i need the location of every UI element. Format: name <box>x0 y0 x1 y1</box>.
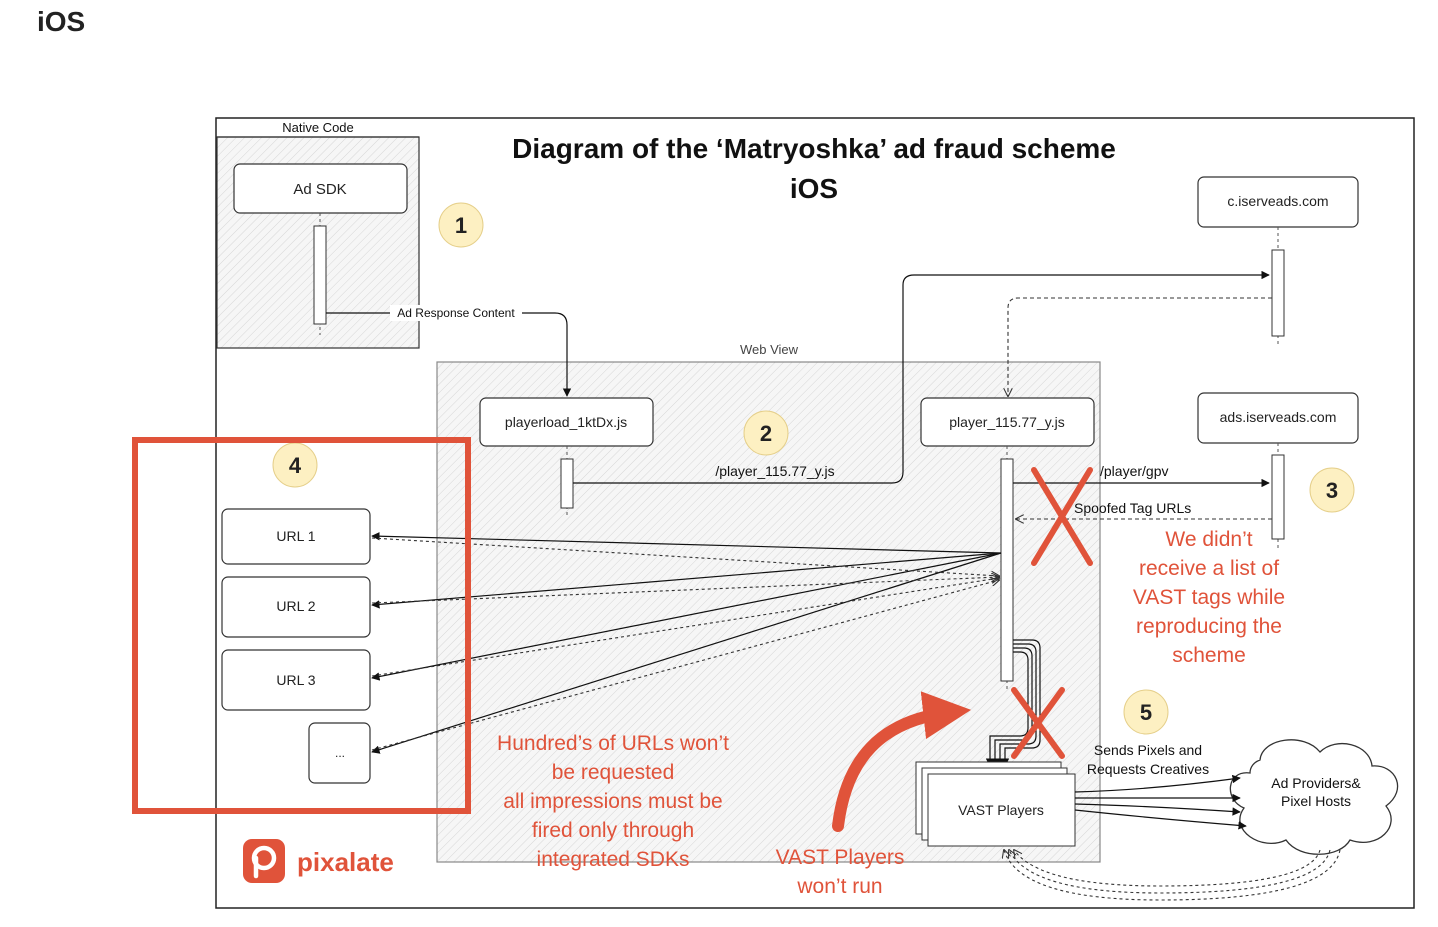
edge-ad-response <box>326 312 572 397</box>
diagram-subtitle: iOS <box>790 173 838 204</box>
edge-c-iserveads-return <box>1008 297 1272 396</box>
svg-text:pixalate: pixalate <box>297 847 394 877</box>
playerload-lifeline <box>560 458 574 509</box>
pixalate-logo: pixalate <box>243 839 394 883</box>
ad-providers-label-1: Ad Providers& <box>1271 775 1361 791</box>
edge-sends-pixels-label-1: Sends Pixels and <box>1094 742 1202 758</box>
edge-player-path-label: /player_115.77_y.js <box>715 463 834 479</box>
svg-text:receive a list of: receive a list of <box>1139 557 1279 580</box>
player-label: player_115.77_y.js <box>949 414 1064 430</box>
svg-text:VAST Players: VAST Players <box>776 846 905 869</box>
svg-text:fired only through: fired only through <box>532 819 694 842</box>
edge-player-gpv-label: /player/gpv <box>1100 463 1168 479</box>
url-request-arrows <box>371 532 1002 754</box>
svg-text:scheme: scheme <box>1172 644 1246 667</box>
url-2-label: URL 2 <box>276 598 315 614</box>
c-iserveads-label: c.iserveads.com <box>1227 193 1328 209</box>
svg-text:2: 2 <box>760 421 772 446</box>
url-response-arrows <box>371 537 999 751</box>
ad-sdk-lifeline <box>313 225 327 325</box>
page-heading: iOS <box>37 6 86 37</box>
svg-text:3: 3 <box>1326 478 1338 503</box>
vast-players-label: VAST Players <box>958 802 1044 818</box>
url-3-node <box>221 649 371 711</box>
c-iserveads-lifeline <box>1271 249 1285 337</box>
player-lifeline <box>1000 458 1014 682</box>
svg-text:We didn’t: We didn’t <box>1165 528 1252 551</box>
svg-text:4: 4 <box>289 453 302 478</box>
native-code-label: Native Code <box>282 120 354 135</box>
annotation-vast-tags: We didn’t receive a list of VAST tags wh… <box>1133 528 1285 667</box>
red-curved-arrow <box>832 691 972 832</box>
providers-return-edges <box>1004 850 1341 901</box>
url-2-node <box>221 576 371 638</box>
diagram-title: Diagram of the ‘Matryoshka’ ad fraud sch… <box>512 133 1116 164</box>
edge-spoofed-label: Spoofed Tag URLs <box>1074 500 1191 516</box>
annotation-vast-players: VAST Players won’t run <box>776 846 905 898</box>
ad-sdk-label: Ad SDK <box>293 181 346 198</box>
url-1-node <box>221 508 371 565</box>
svg-text:Hundred’s of URLs won’t: Hundred’s of URLs won’t <box>497 732 729 755</box>
step-badge-3: 3 <box>1309 467 1355 513</box>
edge-player-path <box>573 270 1270 484</box>
ad-providers-label-2: Pixel Hosts <box>1281 793 1351 809</box>
svg-text:be requested: be requested <box>552 761 675 784</box>
edge-sends-pixels-label-2: Requests Creatives <box>1087 761 1209 777</box>
svg-text:all impressions must be: all impressions must be <box>503 790 722 813</box>
web-view-label: Web View <box>740 342 799 357</box>
url-3-label: URL 3 <box>276 672 315 688</box>
step-badge-2: 2 <box>743 410 789 456</box>
url-more-node <box>308 722 371 784</box>
vast-to-providers-edges <box>1074 774 1247 830</box>
annotation-urls: Hundred’s of URLs won’t be requested all… <box>497 732 729 871</box>
x-mark-vast-tags <box>1031 467 1093 566</box>
urls-highlight-box <box>132 437 471 814</box>
ads-iserveads-label: ads.iserveads.com <box>1220 409 1337 425</box>
ads-iserveads-lifeline <box>1271 454 1285 540</box>
url-1-label: URL 1 <box>276 528 315 544</box>
step-badge-4: 4 <box>272 442 318 488</box>
svg-text:VAST tags while: VAST tags while <box>1133 586 1285 609</box>
svg-text:reproducing the: reproducing the <box>1136 615 1282 638</box>
svg-text:1: 1 <box>455 213 467 238</box>
svg-text:won’t run: won’t run <box>796 875 882 898</box>
x-mark-vast-players <box>1011 687 1065 759</box>
url-more-label: ... <box>335 746 345 760</box>
edge-ad-response-label: Ad Response Content <box>397 306 515 320</box>
step-badge-5: 5 <box>1123 689 1169 735</box>
playerload-label: playerload_1ktDx.js <box>505 414 627 430</box>
step-badge-1: 1 <box>438 202 484 248</box>
svg-text:integrated SDKs: integrated SDKs <box>537 848 690 871</box>
svg-text:5: 5 <box>1140 700 1152 725</box>
